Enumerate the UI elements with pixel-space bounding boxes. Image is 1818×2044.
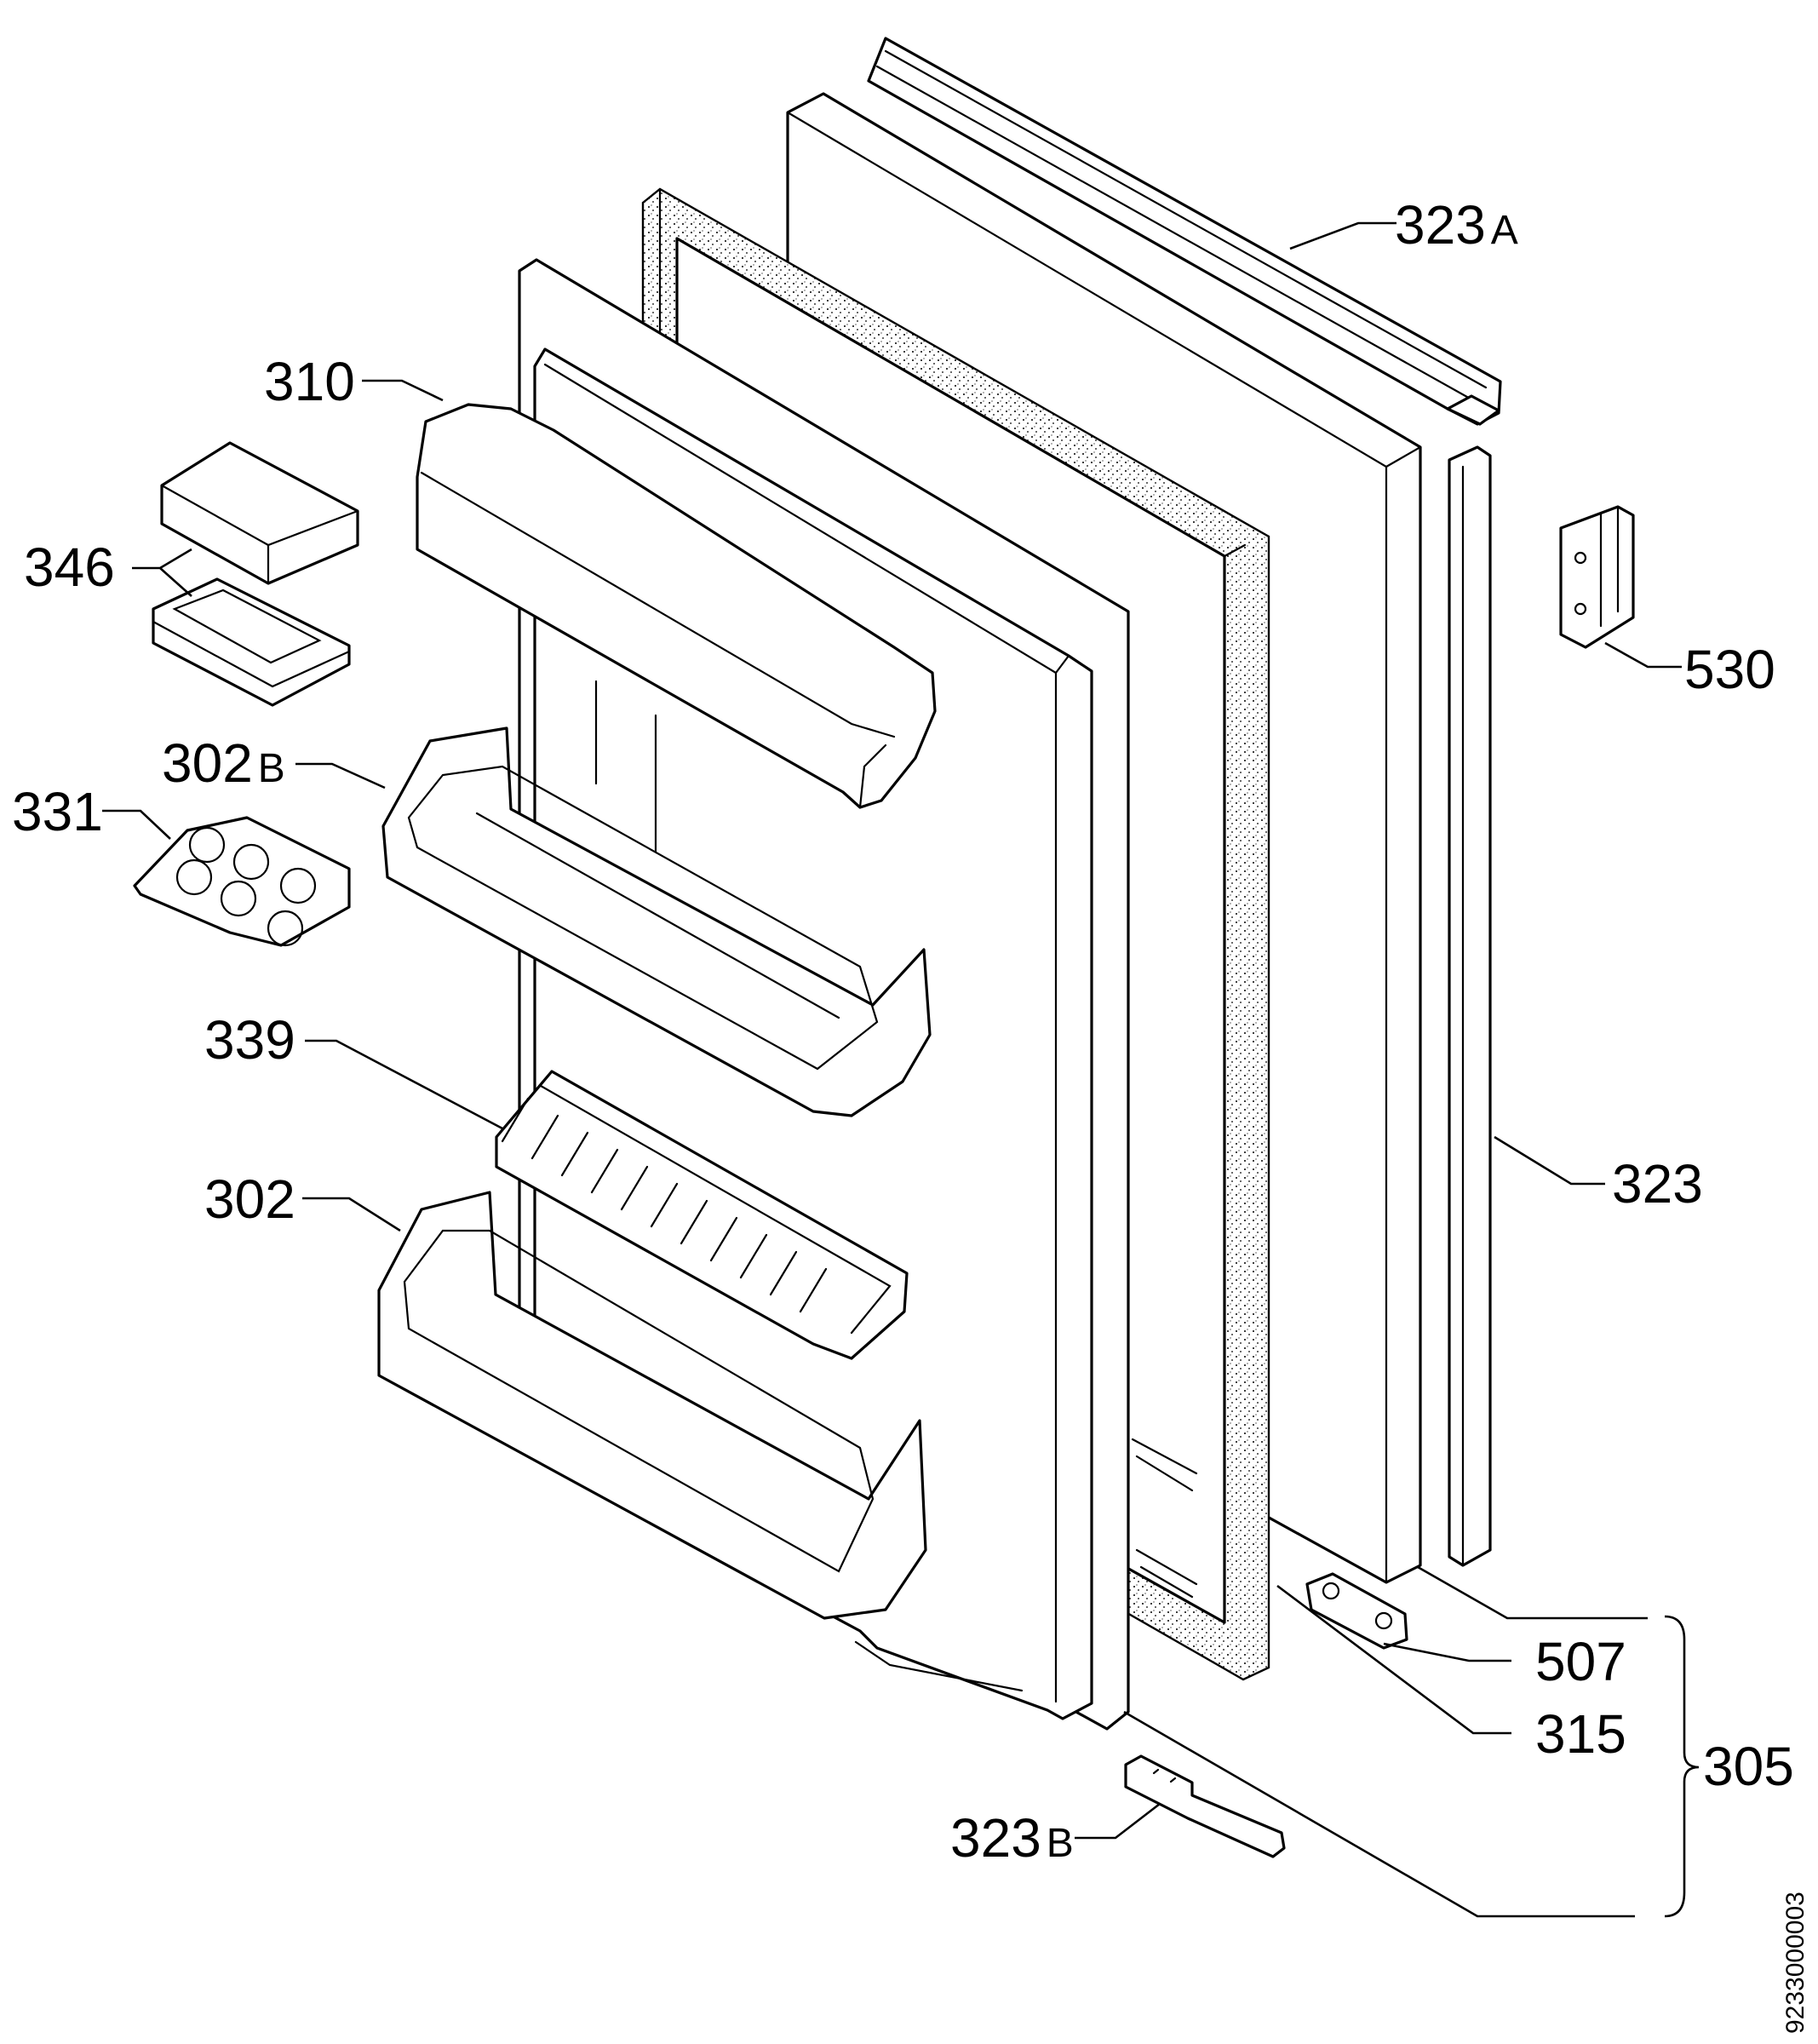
- leader-323: [1494, 1135, 1605, 1186]
- leader-323b: [1075, 1802, 1161, 1840]
- part-530-hinge-bracket: [1559, 505, 1635, 649]
- part-302-lower-rack: [377, 1191, 927, 1620]
- leader-310: [362, 379, 444, 402]
- part-323a-top-gasket: [867, 37, 1502, 426]
- leader-305-bottom: [1123, 1710, 1635, 1918]
- part-331-egg-tray: [133, 816, 351, 947]
- leader-315: [1276, 1584, 1511, 1735]
- part-323b-bottom-strip: [1124, 1754, 1286, 1858]
- label-302: 302: [204, 1168, 295, 1230]
- leader-530: [1604, 641, 1682, 669]
- label-507: 507: [1535, 1631, 1626, 1692]
- part-302b-upper-rack: [381, 726, 932, 1117]
- label-530: 530: [1684, 639, 1775, 700]
- label-305: 305: [1703, 1736, 1794, 1797]
- part-323-side-gasket: [1448, 445, 1492, 1567]
- part-hinge-area: [1305, 1572, 1408, 1650]
- part-346-butter-box: [152, 441, 359, 707]
- leader-331: [102, 809, 171, 840]
- part-339-ribbed-shelf: [495, 1070, 909, 1360]
- part-310-top-cover: [416, 403, 937, 853]
- label-315: 315: [1535, 1703, 1626, 1765]
- drawing-code: 9233000003: [1781, 1892, 1809, 2034]
- label-331: 331: [12, 781, 103, 842]
- leader-302: [302, 1197, 401, 1232]
- leader-346: [132, 548, 192, 597]
- label-323: 323: [1612, 1153, 1703, 1214]
- leader-339: [305, 1039, 503, 1130]
- label-339: 339: [204, 1009, 295, 1071]
- leader-507: [1417, 1565, 1648, 1620]
- label-310: 310: [264, 351, 355, 412]
- leader-lines: [102, 221, 1700, 1918]
- leader-323a: [1289, 221, 1396, 250]
- leader-302b: [295, 762, 386, 789]
- brace-305: [1664, 1615, 1700, 1918]
- label-346: 346: [24, 537, 115, 598]
- leader-507b: [1383, 1642, 1511, 1662]
